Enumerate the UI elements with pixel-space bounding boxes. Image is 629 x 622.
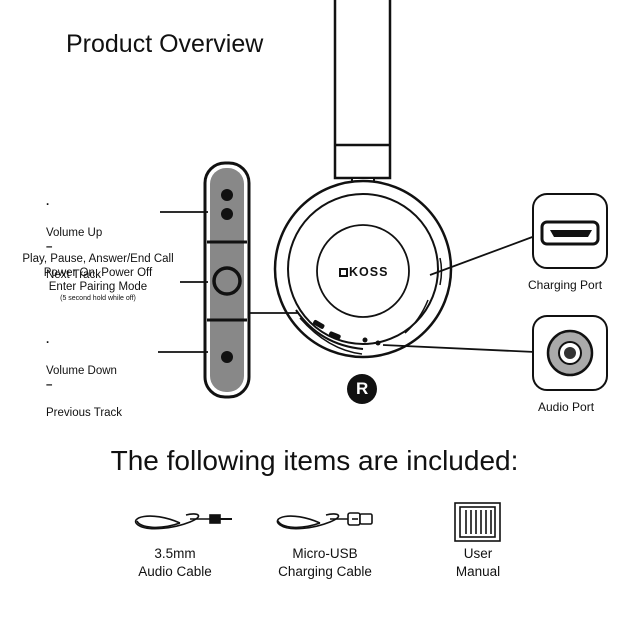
headband <box>333 0 392 193</box>
ear-cup <box>273 179 453 359</box>
brand-logo-text: KOSS <box>349 265 389 279</box>
bullet-dot: · <box>46 337 50 349</box>
right-side-marker <box>347 374 377 404</box>
pairing-note: (5 second hold while off) <box>60 295 136 302</box>
page-title: Product Overview <box>66 30 264 58</box>
pairing-label: Enter Pairing Mode <box>48 281 148 293</box>
bullet-dash: – <box>46 379 53 391</box>
manual-label: User Manual <box>455 546 501 579</box>
koss-logo <box>339 268 348 277</box>
included-title: The following items are included: <box>110 445 519 476</box>
audio-port-label: Audio Port <box>538 400 595 414</box>
usb-cable-label: Micro-USB Charging Cable <box>278 546 372 579</box>
next-track-label: Next Track <box>46 269 101 281</box>
control-strip <box>203 161 251 399</box>
manual-icon <box>454 502 501 542</box>
audio-cable-icon <box>135 513 232 530</box>
usb-cable-icon <box>276 512 373 530</box>
cup-buttons <box>313 319 381 346</box>
charging-port-callout <box>532 193 608 269</box>
control-label-middle: Play, Pause, Answer/End Call Power On, P… <box>17 252 179 303</box>
volume-up-label: Volume Up <box>46 227 103 239</box>
volume-down-label: Volume Down <box>46 365 117 377</box>
right-marker-letter: R <box>356 379 369 398</box>
control-label-bottom: · Volume Down – Previous Track <box>46 336 122 420</box>
bullet-dash: – <box>46 241 53 253</box>
bullet-dot: · <box>46 199 50 211</box>
audio-port-callout <box>532 315 608 391</box>
control-label-top: · Volume Up – Next Track <box>46 198 102 282</box>
play-pause-label: Play, Pause, Answer/End Call <box>22 253 174 265</box>
charging-port-label: Charging Port <box>528 278 603 292</box>
power-label: Power On, Power Off <box>43 267 153 279</box>
audio-cable-label: 3.5mm Audio Cable <box>138 546 212 579</box>
leader-lines <box>158 211 536 353</box>
previous-track-label: Previous Track <box>46 407 123 419</box>
